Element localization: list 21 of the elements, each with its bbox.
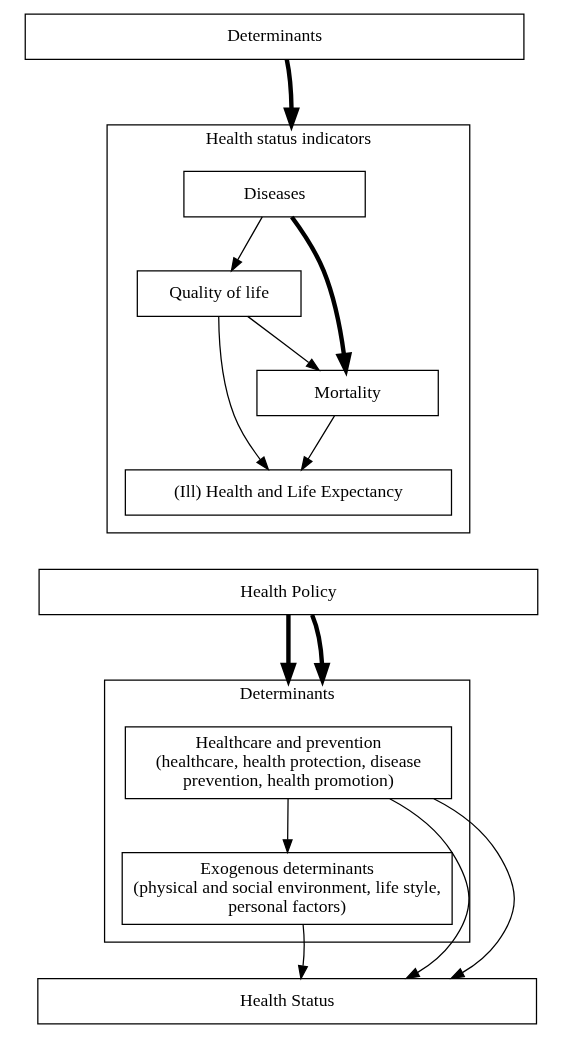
node-box: Exogenous determinants (physical and social environment, life style, personal factors) (121, 851, 453, 925)
arrow (389, 797, 470, 979)
arrow (280, 614, 297, 687)
node-box: Quality of life (136, 269, 302, 317)
node-box: Healthcare and prevention (healthcare, health protection, disease prevention, health promotion) (124, 725, 453, 799)
node-box: Diseases (183, 170, 366, 217)
arrow (297, 923, 309, 980)
arrow (283, 58, 300, 131)
arrow (290, 215, 353, 377)
arrow (433, 797, 515, 979)
node-box: Health Status (37, 977, 538, 1025)
node-box: Health Policy (38, 568, 539, 615)
arrow (247, 315, 321, 371)
node-box: Determinants (24, 12, 525, 60)
arrow (310, 613, 331, 687)
arrow (230, 215, 263, 273)
arrow (282, 797, 293, 854)
arrow (218, 315, 270, 471)
arrow (300, 414, 336, 471)
node-box: (Ill) Health and Life Expectancy (124, 468, 453, 516)
node-box: Mortality (256, 369, 439, 416)
